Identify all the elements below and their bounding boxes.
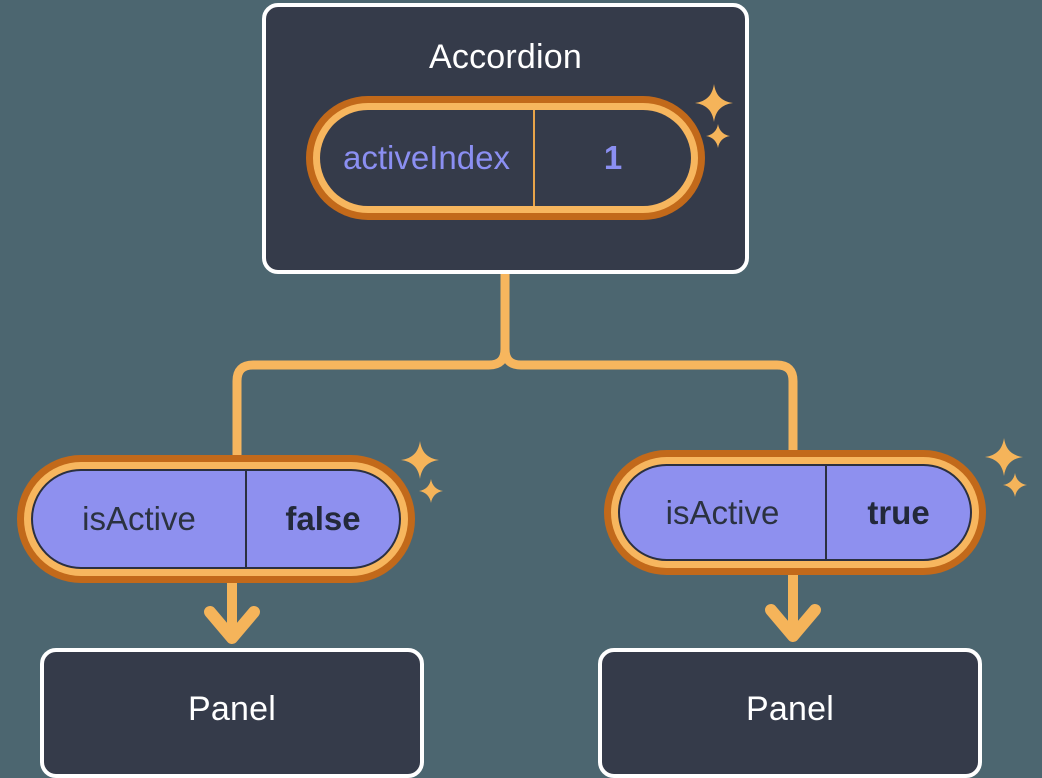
pill-body: isActive false	[31, 469, 401, 569]
state-value-label: true	[825, 466, 970, 559]
state-key-label: activeIndex	[320, 110, 535, 206]
state-value-label: false	[245, 471, 399, 567]
sparkle-large-icon	[984, 437, 1024, 477]
edge-accordion-to-left-pill	[232, 269, 510, 464]
state-pill-isactive-false[interactable]: isActive false	[17, 455, 415, 583]
panel-left-node[interactable]: Panel	[40, 648, 424, 778]
accordion-node-title: Accordion	[429, 38, 582, 76]
panel-left-title: Panel	[188, 690, 276, 728]
sparkle-large-icon	[400, 440, 440, 480]
pill-ring: isActive true	[611, 457, 979, 568]
pill-ring: activeIndex 1	[313, 103, 698, 213]
state-key-label: isActive	[665, 493, 780, 531]
sparkle-small-icon	[1002, 472, 1028, 498]
state-pill-isactive-true[interactable]: isActive true	[604, 450, 986, 575]
pill-ring: isActive false	[24, 462, 408, 576]
arrow-down-right-icon	[765, 572, 821, 642]
pill-body: activeIndex 1	[320, 110, 691, 206]
panel-right-node[interactable]: Panel	[598, 648, 982, 778]
edge-accordion-to-right-pill	[500, 269, 798, 460]
panel-right-title: Panel	[746, 690, 834, 728]
state-pill-activeindex[interactable]: activeIndex 1	[306, 96, 705, 220]
pill-body: isActive true	[618, 464, 972, 561]
state-value-label: 1	[603, 139, 623, 176]
arrow-down-left-icon	[204, 578, 260, 644]
state-key-label: isActive	[82, 500, 196, 537]
sparkle-small-icon	[418, 478, 444, 504]
